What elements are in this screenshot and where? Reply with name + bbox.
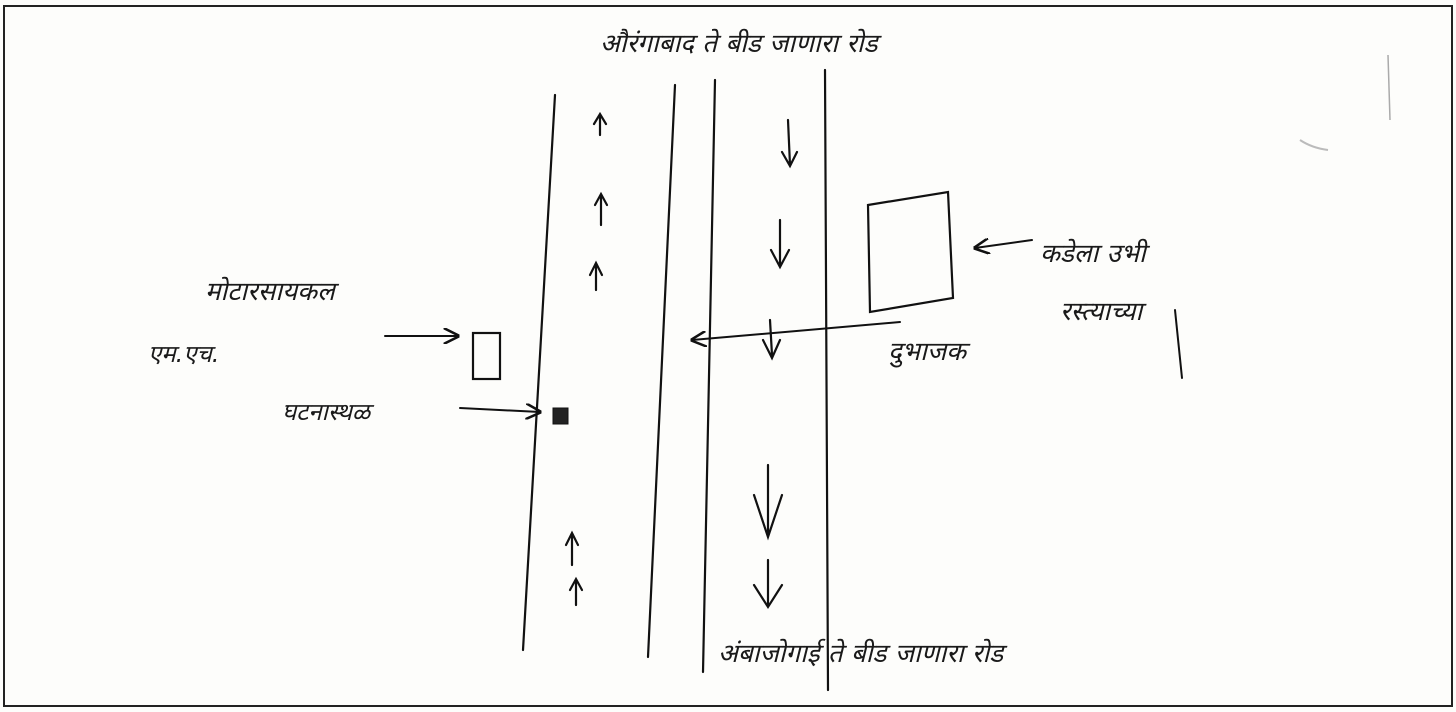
up-arrow-icon [592,111,608,137]
parked-label-arrow [975,240,1033,248]
down-arrow-icon [752,463,784,541]
up-arrow-icon [593,191,609,227]
divider-label-arrow [692,321,901,340]
side-label-1: कडेला उभी [1040,238,1151,269]
top-road-label: औरंगाबाद ते बीड जाणारा रोड [600,28,883,59]
motorcycle-box [471,331,502,381]
down-arrows [752,118,799,610]
road-left-lane-right-edge [646,83,677,659]
edge-smudge [1299,139,1329,151]
side-label-2: रस्त्याच्या [1060,297,1147,327]
up-arrow-icon [564,530,580,567]
road-right-lane-left-edge [701,78,717,674]
road-left-edge [521,93,557,652]
up-arrow-icon [588,260,604,292]
spot-label-arrow [459,408,540,412]
bottom-road-label: अंबाजोगाई ते बीड जाणारा रोड [718,638,1008,669]
road-right-edge [823,68,830,692]
down-arrow-icon [752,558,784,610]
vehicle-number-label: एम.एच. [148,340,219,368]
divider-label: दुभाजक [888,337,971,368]
right-note-bar [1174,309,1183,379]
down-arrow-icon [780,118,799,169]
incident-spot-marker [552,407,569,425]
up-arrows [564,111,609,607]
down-arrow-icon [769,218,791,270]
vehicle-label: मोटारसायकल [205,276,340,307]
up-arrow-icon [568,576,584,607]
down-arrow-icon [761,318,782,361]
edge-mark [1387,54,1391,121]
incident-spot-label: घटनास्थळ [282,398,375,426]
parked-vehicle-box [866,190,955,314]
page-border [3,5,1453,707]
